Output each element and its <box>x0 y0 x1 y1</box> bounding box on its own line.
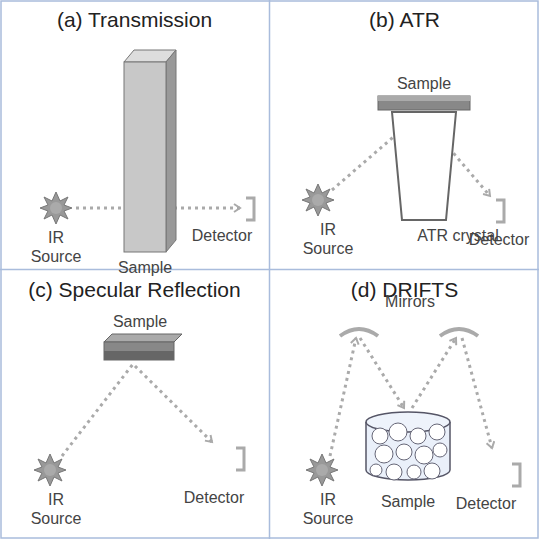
part-label: Detector <box>182 226 262 245</box>
part-label: IR Source <box>296 220 360 258</box>
part-label: Sample <box>368 492 448 511</box>
panel-title: (c) Specular Reflection <box>0 278 269 302</box>
panel-title: (b) ATR <box>270 8 539 32</box>
part-label: Mirrors <box>370 292 450 311</box>
part-label: IR Source <box>24 228 88 266</box>
panel-title: (a) Transmission <box>0 8 269 32</box>
part-label: Detector <box>450 494 522 513</box>
part-label: Detector <box>174 488 254 507</box>
part-label: IR Source <box>24 490 88 528</box>
part-label: IR Source <box>296 490 360 528</box>
part-label: Sample <box>384 74 464 93</box>
part-label: Sample <box>100 312 180 331</box>
part-label: Detector <box>463 230 535 249</box>
part-label: Sample <box>105 258 185 277</box>
